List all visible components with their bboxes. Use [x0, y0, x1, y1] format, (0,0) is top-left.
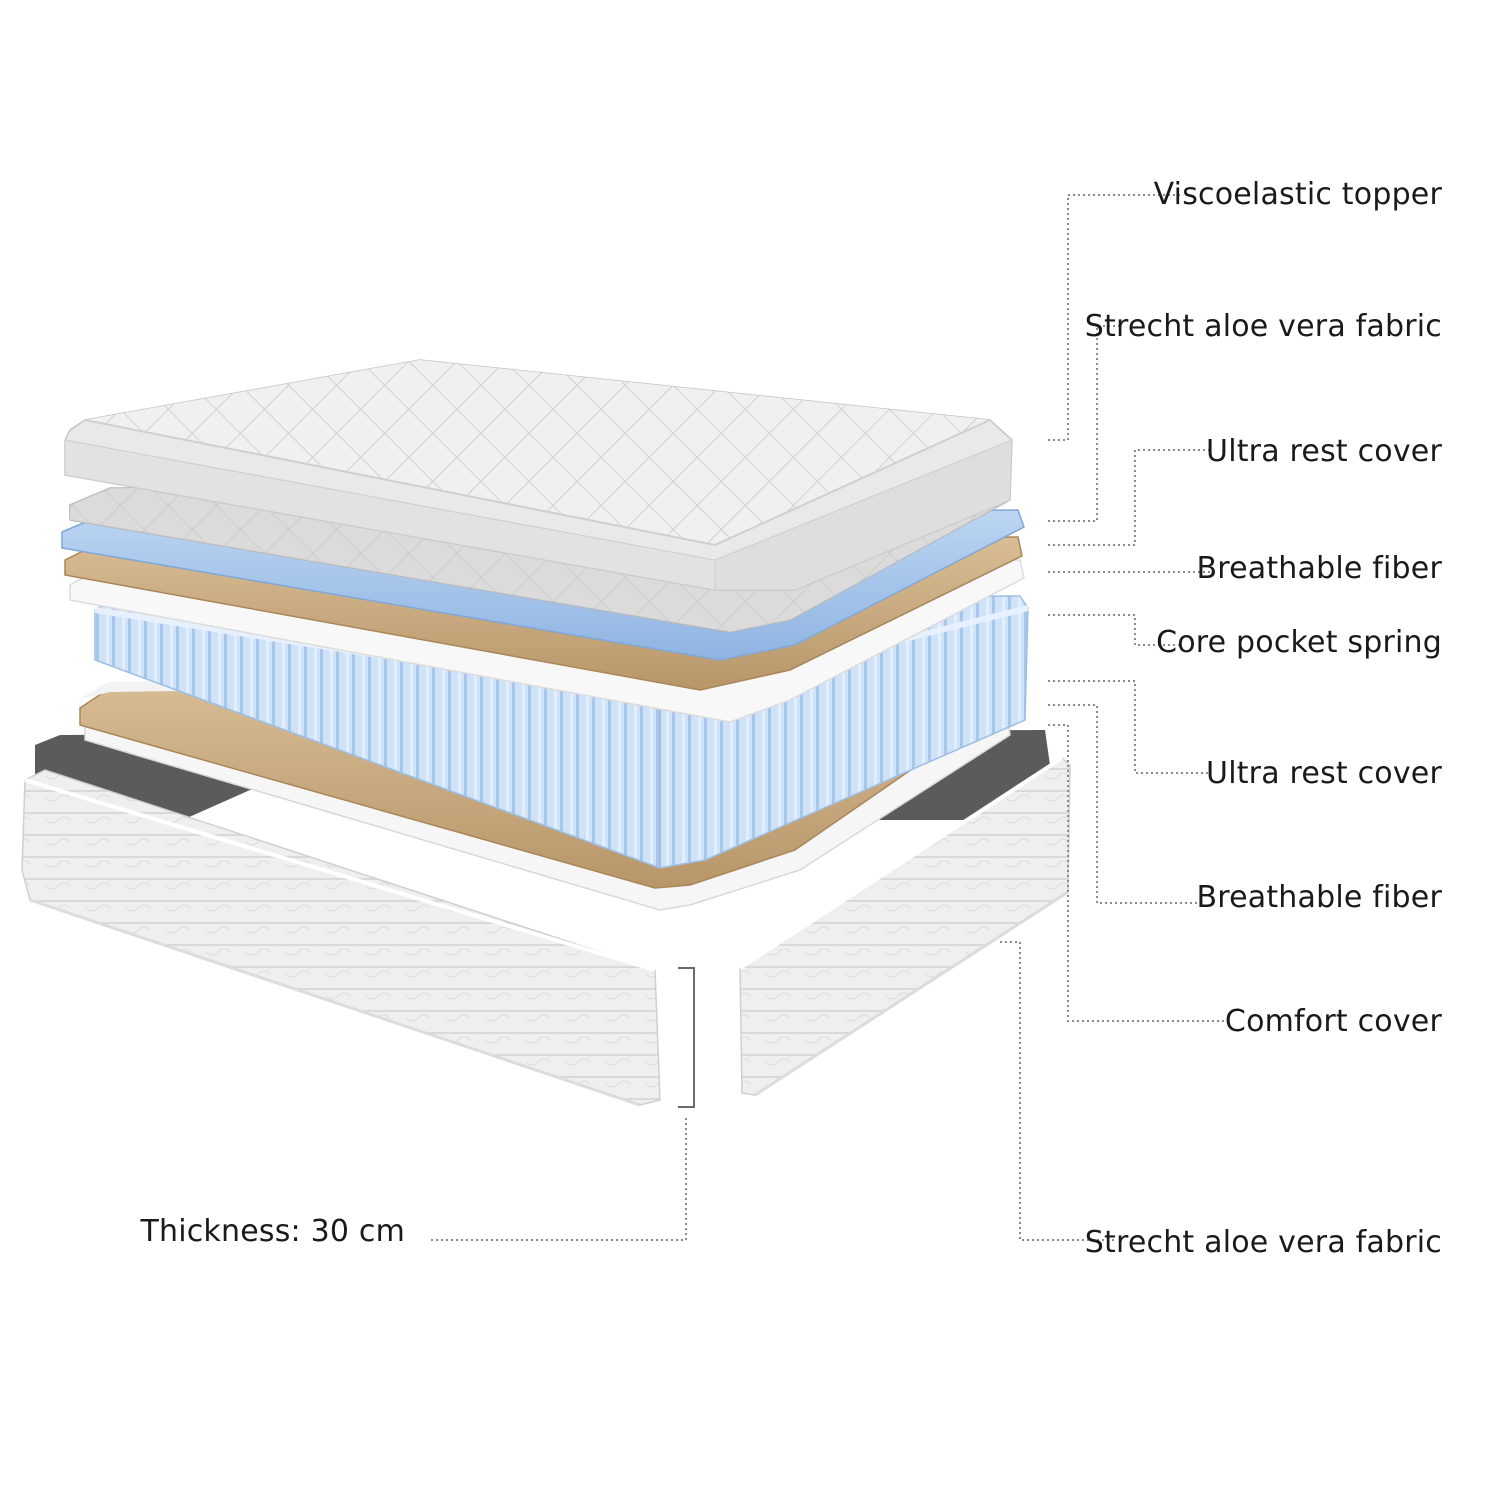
label-stretch-aloe-vera-fabric-top: Strecht aloe vera fabric	[1085, 309, 1442, 344]
side-border-panel	[738, 756, 1071, 1097]
label-comfort-cover: Comfort cover	[1225, 1004, 1443, 1039]
leader-line	[1000, 941, 1114, 1241]
leader-line	[1048, 614, 1181, 646]
viscoelastic-topper	[64, 359, 1013, 591]
mattress-illustration	[21, 359, 1071, 1108]
leader-line	[1048, 724, 1227, 1022]
leader-line	[1048, 704, 1200, 904]
label-stretch-aloe-vera-fabric-bottom: Strecht aloe vera fabric	[1085, 1225, 1442, 1260]
leader-lines	[428, 194, 1227, 1241]
label-ultra-rest-cover-bottom: Ultra rest cover	[1206, 756, 1442, 791]
leader-line	[1048, 680, 1211, 774]
label-breathable-fiber-top: Breathable fiber	[1196, 551, 1442, 586]
leader-line	[1048, 194, 1183, 441]
thickness-bracket	[678, 967, 695, 1108]
leader-line	[1048, 449, 1211, 546]
layer-labels: Viscoelastic topper Strecht aloe vera fa…	[139, 177, 1442, 1260]
label-core-pocket-spring: Core pocket spring	[1156, 625, 1442, 660]
label-breathable-fiber-bottom: Breathable fiber	[1196, 880, 1442, 915]
label-viscoelastic-topper: Viscoelastic topper	[1154, 177, 1443, 212]
leader-line	[1048, 325, 1120, 522]
front-border-panel	[21, 769, 661, 1107]
leader-line	[428, 1118, 687, 1241]
label-thickness: Thickness: 30 cm	[139, 1214, 405, 1249]
label-ultra-rest-cover-top: Ultra rest cover	[1206, 434, 1442, 469]
